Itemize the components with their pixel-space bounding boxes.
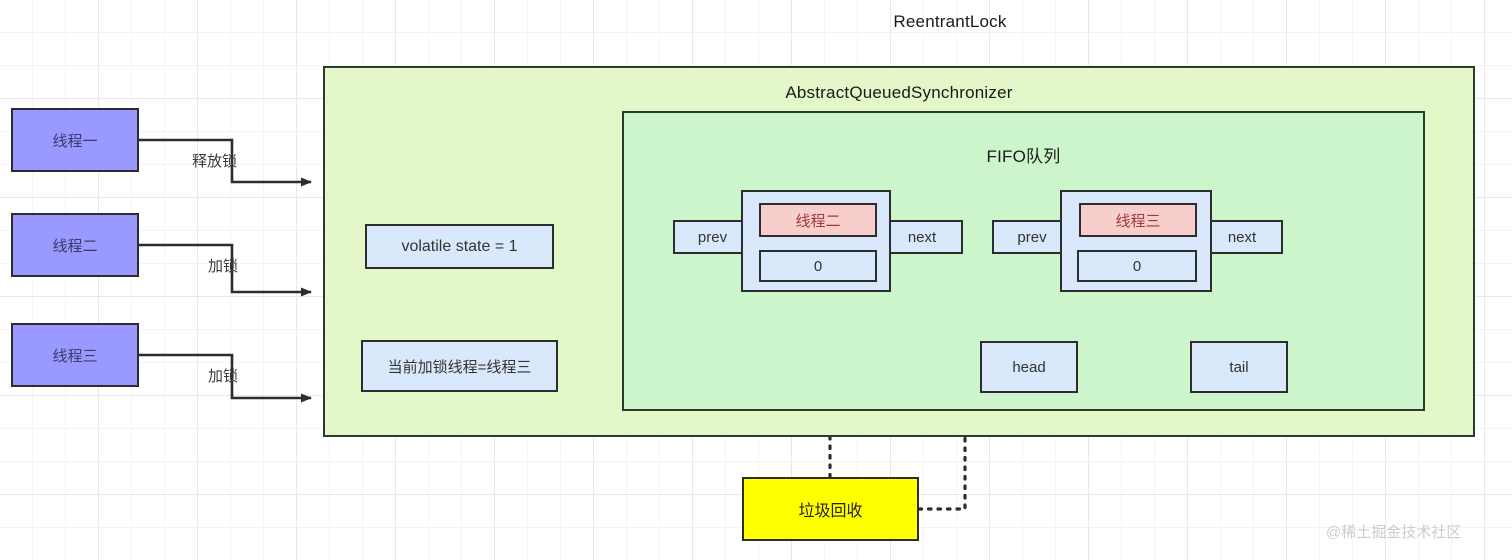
garbage-collection-box[interactable]: 垃圾回收 (742, 477, 919, 541)
node-2-thread-label: 线程三 (1079, 203, 1197, 237)
edge-label-lock-thread2: 加锁 (208, 258, 239, 275)
edge-label-release-lock: 释放锁 (192, 153, 238, 170)
thread-box-3[interactable]: 线程三 (11, 323, 139, 387)
tail-pointer-box[interactable]: tail (1190, 341, 1288, 393)
queue-node-2[interactable]: 线程三 0 (1060, 190, 1212, 292)
node-1-prev-box[interactable]: prev (673, 220, 752, 254)
queue-node-1[interactable]: 线程二 0 (741, 190, 891, 292)
volatile-state-box[interactable]: volatile state = 1 (365, 224, 554, 269)
current-locking-thread-box[interactable]: 当前加锁线程=线程三 (361, 340, 558, 392)
node-2-next-box[interactable]: next (1201, 220, 1283, 254)
aqs-title: AbstractQueuedSynchronizer (785, 83, 1013, 102)
node-2-prev-box[interactable]: prev (992, 220, 1072, 254)
fifo-queue-title: FIFO队列 (986, 146, 1061, 166)
thread-box-2[interactable]: 线程二 (11, 213, 139, 277)
thread-box-1[interactable]: 线程一 (11, 108, 139, 172)
edge-label-lock-thread3: 加锁 (208, 368, 239, 385)
head-pointer-box[interactable]: head (980, 341, 1078, 393)
reentrantlock-title: ReentrantLock (893, 12, 1007, 31)
node-2-waitstatus-box: 0 (1077, 250, 1197, 282)
watermark: @稀土掘金技术社区 (1326, 523, 1462, 541)
node-1-thread-label: 线程二 (759, 203, 877, 237)
node-1-waitstatus-box: 0 (759, 250, 877, 282)
node-1-next-box[interactable]: next (881, 220, 963, 254)
